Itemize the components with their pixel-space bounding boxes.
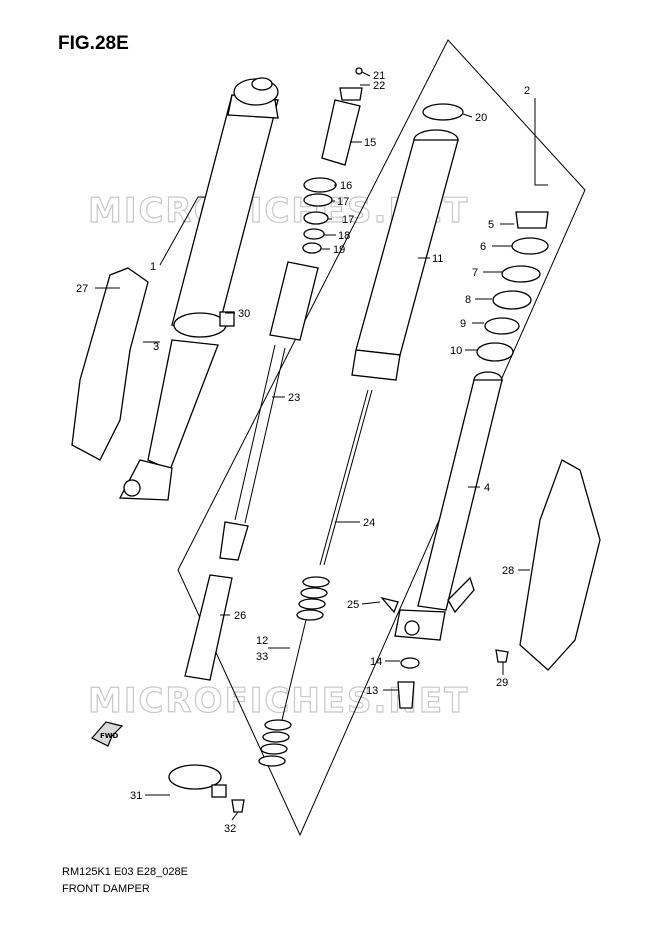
callout-11: 11 <box>432 253 443 265</box>
callout-8: 8 <box>465 294 471 306</box>
bolt-part-13 <box>397 681 415 709</box>
callout-9: 9 <box>460 318 466 330</box>
callout-10: 10 <box>450 345 462 357</box>
clamp-part-30 <box>173 311 235 338</box>
figure-name: FRONT DAMPER <box>62 883 150 895</box>
callout-17a: 17 <box>337 196 349 208</box>
callout-25: 25 <box>347 599 359 611</box>
callout-3: 3 <box>153 341 159 353</box>
bolt-part-29 <box>495 649 509 663</box>
assembly-box-outline <box>177 39 586 837</box>
inner-tube <box>351 129 459 381</box>
callout-4: 4 <box>484 482 490 494</box>
clamp-part-31 <box>168 764 227 798</box>
rod-part-24 <box>319 389 369 566</box>
callout-16: 16 <box>340 180 352 192</box>
callout-33: 33 <box>256 651 268 663</box>
outer-tube-right <box>394 371 503 641</box>
model-code: RM125K1 E03 E28_028E <box>62 866 188 878</box>
callout-29: 29 <box>496 677 508 689</box>
leader-lines <box>95 71 548 821</box>
callout-24: 24 <box>363 517 375 529</box>
adjuster-part-25 <box>380 596 399 614</box>
fork-guard-left <box>71 267 149 461</box>
callout-26: 26 <box>234 610 246 622</box>
callout-18: 18 <box>338 230 350 242</box>
callout-13: 13 <box>366 685 378 697</box>
bushings-and-seals <box>476 211 549 362</box>
callout-6: 6 <box>480 241 486 253</box>
o-ring-part-20 <box>422 103 464 121</box>
bolt-part-32 <box>231 799 245 813</box>
outer-tube-left <box>118 77 279 501</box>
fwd-arrow: FWD <box>91 721 124 747</box>
callout-2: 2 <box>524 85 530 97</box>
callout-1: 1 <box>150 261 156 273</box>
callout-19: 19 <box>333 244 345 256</box>
callout-30: 30 <box>238 308 250 320</box>
callout-7: 7 <box>472 267 478 279</box>
callout-32: 32 <box>224 823 236 835</box>
callout-23: 23 <box>288 392 300 404</box>
callout-15: 15 <box>364 137 376 149</box>
callout-31: 31 <box>130 790 142 802</box>
callout-5: 5 <box>488 219 494 231</box>
fork-guard-right <box>519 459 601 671</box>
callout-22: 22 <box>373 80 385 92</box>
callout-21: 21 <box>373 70 385 82</box>
callout-28: 28 <box>502 565 514 577</box>
damper-cartridge <box>184 67 363 681</box>
callout-20: 20 <box>475 112 487 124</box>
callout-27: 27 <box>76 283 88 295</box>
spring-upper <box>296 576 330 621</box>
spring-lower <box>258 719 292 767</box>
figure-title: FIG.28E <box>58 33 129 54</box>
callout-12: 12 <box>256 635 268 647</box>
fwd-label: FWD <box>100 732 119 740</box>
o-ring-part-14 <box>400 657 420 669</box>
callout-17b: 17 <box>342 214 354 226</box>
callout-14: 14 <box>370 656 382 668</box>
